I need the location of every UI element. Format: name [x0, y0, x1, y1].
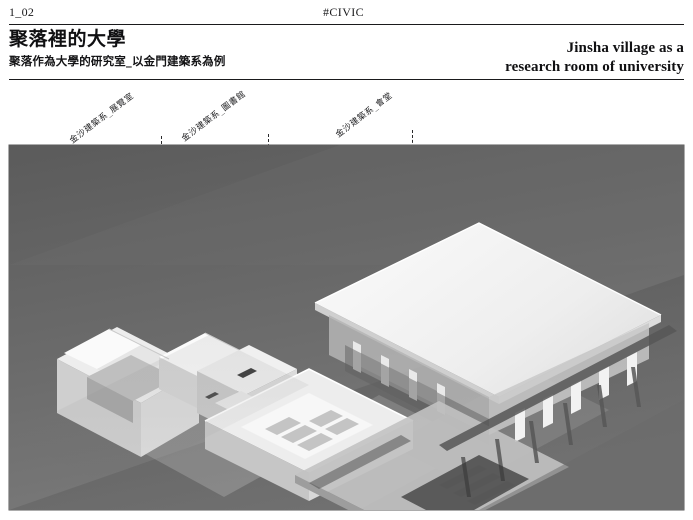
page-subtitle: 聚落作為大學的研究室_以金門建築系為例: [9, 54, 226, 68]
section-tag: #CIVIC: [323, 5, 365, 19]
header-meta-row: 1_02 #CIVIC: [0, 0, 693, 24]
title-english-line-1: Jinsha village as a: [566, 40, 684, 56]
architectural-render: [9, 145, 684, 510]
render-image: [9, 145, 684, 510]
callout-label-3: 金沙建築系_會堂: [333, 90, 395, 140]
page-number: 1_02: [9, 5, 35, 19]
callout-label-2: 金沙建築系_圖書館: [179, 89, 249, 144]
title-english-line-2: research room of university: [505, 59, 684, 75]
callout-label-1: 金沙建築系_展覽室: [67, 91, 137, 146]
header-divider-bottom: [9, 79, 684, 80]
page-title: 聚落裡的大學: [9, 28, 127, 50]
header-divider-top: [9, 24, 684, 25]
page-title-english: Jinsha village as a research room of uni…: [354, 39, 684, 77]
title-block: 聚落裡的大學 聚落作為大學的研究室_以金門建築系為例: [9, 28, 409, 69]
